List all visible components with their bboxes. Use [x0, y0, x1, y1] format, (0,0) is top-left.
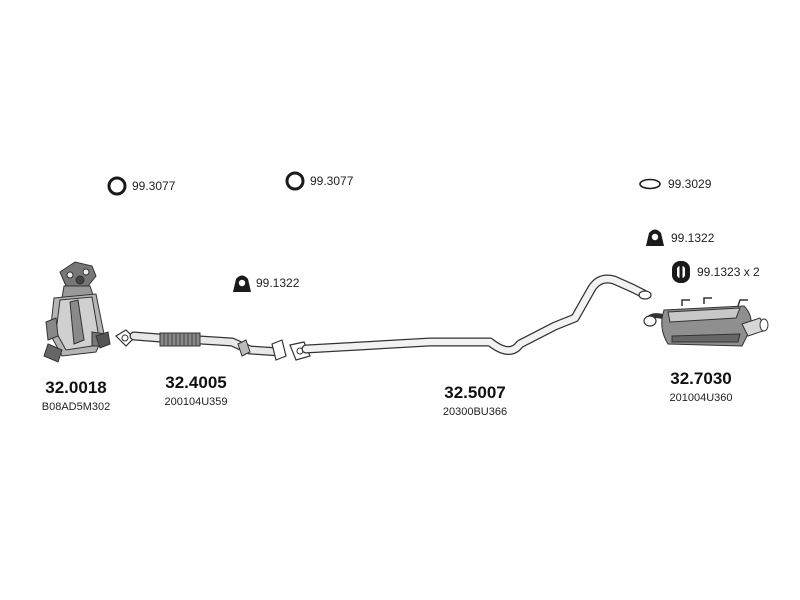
rear-silencer — [643, 297, 769, 347]
hanger-2-label: 99.1322 — [671, 231, 715, 245]
front-pipe — [115, 329, 287, 361]
rubber-hanger-3 — [672, 261, 690, 283]
sealing-ring-2 — [285, 171, 305, 191]
rubber-hanger-1 — [233, 275, 251, 292]
rubber-hanger-2 — [646, 229, 664, 246]
oem-number-2: 200104U359 — [164, 396, 228, 408]
part-number-4: 32.7030 — [670, 369, 732, 388]
sealing-ring-1 — [107, 176, 127, 196]
oem-number-4: 201004U360 — [669, 392, 733, 404]
part-number-3: 32.5007 — [444, 383, 506, 402]
part-number-1: 32.0018 — [45, 378, 107, 397]
oem-number-3: 20300BU366 — [442, 406, 508, 418]
ring-3-label: 99.3029 — [668, 177, 712, 191]
part-number-2: 32.4005 — [165, 373, 227, 392]
catalytic-converter — [43, 261, 111, 363]
oem-number-1: B08AD5M302 — [41, 401, 111, 413]
gasket-ring-3 — [639, 178, 661, 190]
hanger-1-label: 99.1322 — [256, 276, 300, 290]
ring-1-label: 99.3077 — [132, 179, 176, 193]
ring-2-label: 99.3077 — [310, 174, 354, 188]
hanger-3-label: 99.1323 x 2 — [697, 265, 760, 279]
middle-pipe — [289, 274, 652, 361]
